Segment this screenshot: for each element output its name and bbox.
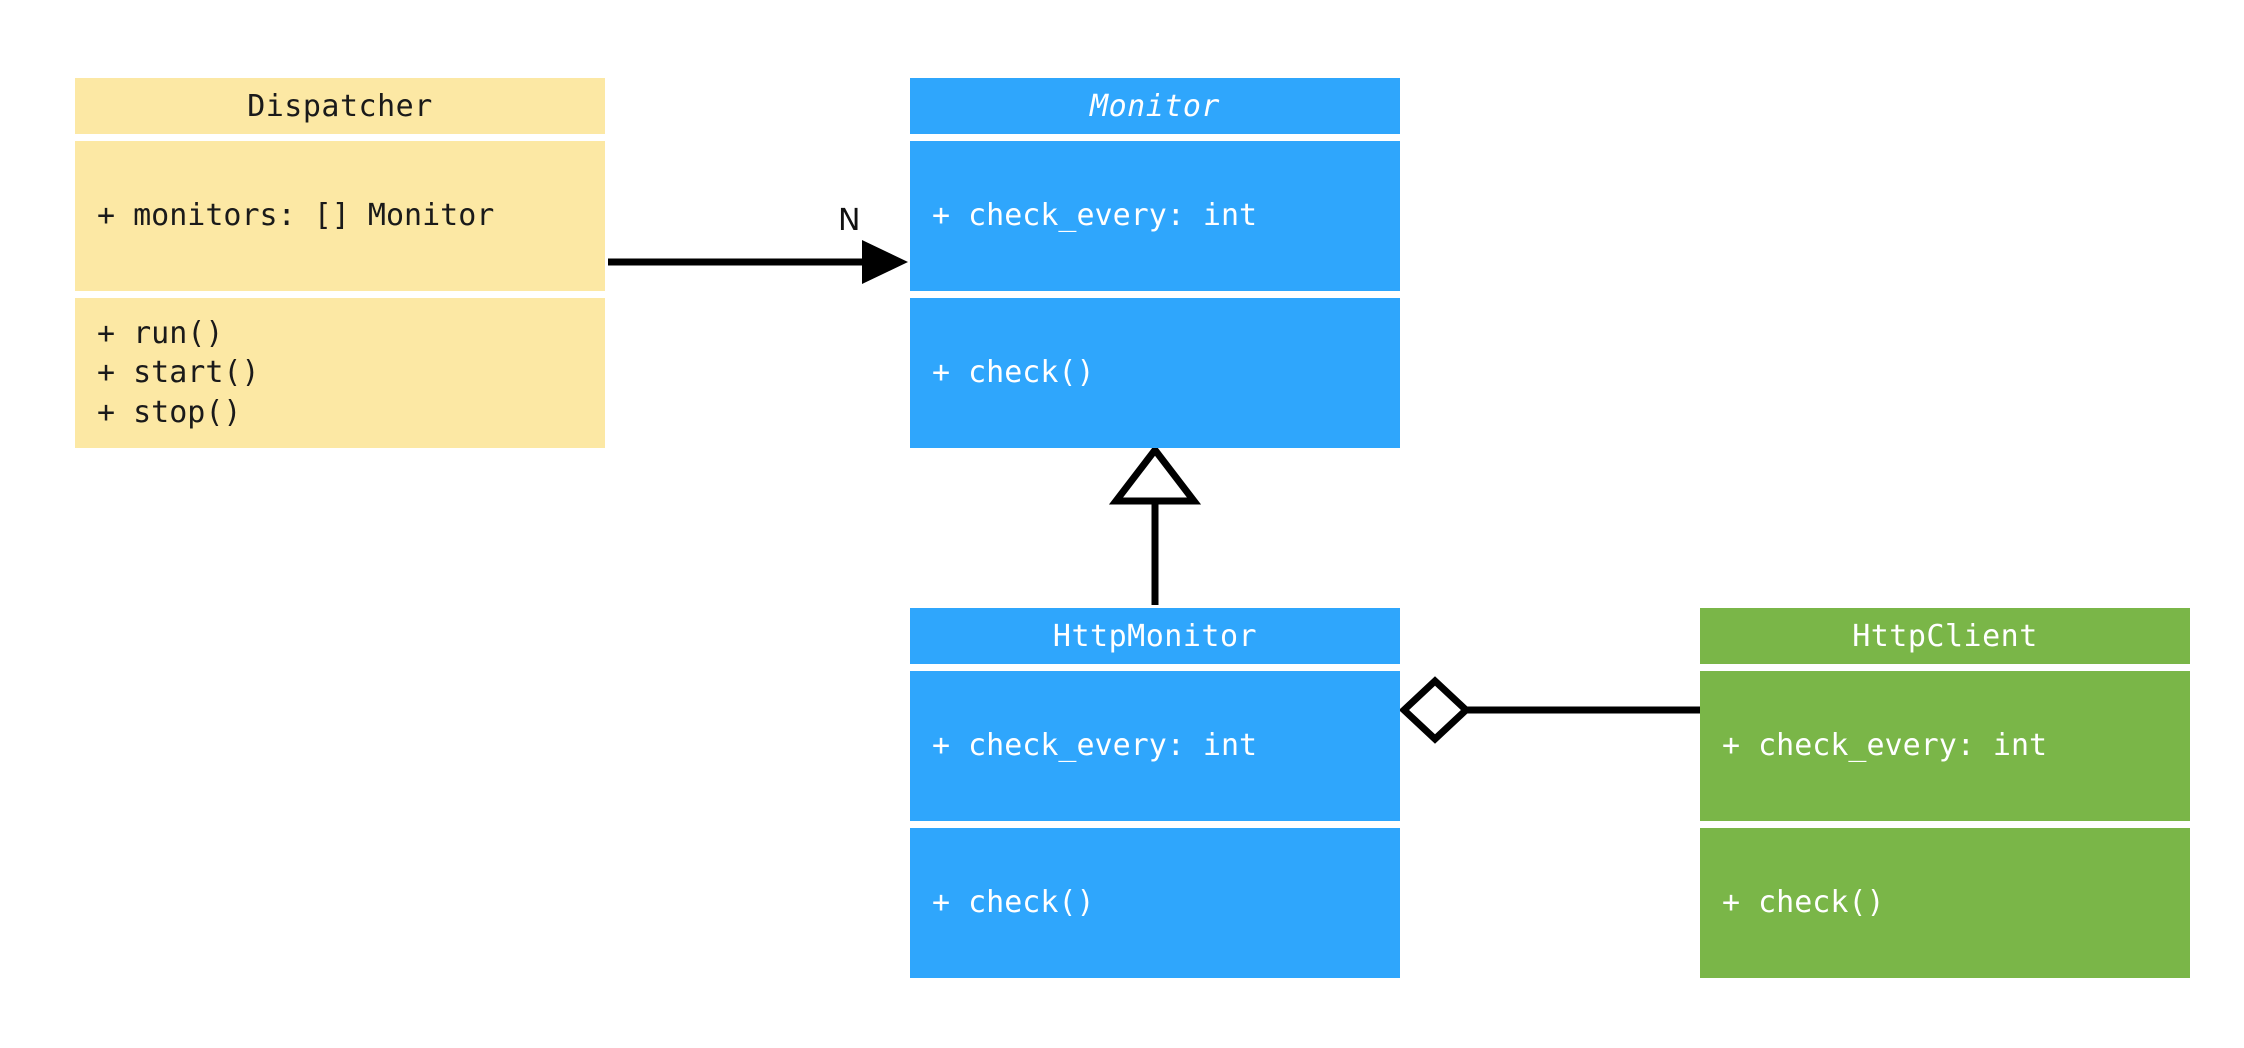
class-methods-compartment: + check() xyxy=(910,298,1400,448)
association-dispatcher-monitor[interactable] xyxy=(608,240,908,284)
class-attributes-dispatcher: + monitors: [] Monitor xyxy=(97,198,495,234)
class-box-httpclient[interactable]: HttpClient + check_every: int + check() xyxy=(1700,608,2190,978)
class-box-dispatcher[interactable]: Dispatcher + monitors: [] Monitor + run(… xyxy=(75,78,605,448)
class-box-httpmonitor[interactable]: HttpMonitor + check_every: int + check() xyxy=(910,608,1400,978)
class-methods-monitor: + check() xyxy=(932,355,1095,391)
class-methods-compartment: + check() xyxy=(1700,828,2190,978)
class-attributes-compartment: + monitors: [] Monitor xyxy=(75,141,605,291)
generalization-httpmonitor-monitor[interactable] xyxy=(1108,444,1202,605)
class-methods-dispatcher: + run() + start() + stop() xyxy=(97,315,260,430)
class-attributes-httpmonitor: + check_every: int xyxy=(932,728,1258,764)
class-name-dispatcher: Dispatcher xyxy=(247,88,433,124)
class-attributes-compartment: + check_every: int xyxy=(910,671,1400,821)
class-title-compartment: HttpMonitor xyxy=(910,608,1400,664)
aggregation-httpmonitor-httpclient[interactable] xyxy=(1398,676,1700,744)
class-methods-compartment: + check() xyxy=(910,828,1400,978)
class-attributes-compartment: + check_every: int xyxy=(910,141,1400,291)
class-title-compartment: Monitor xyxy=(910,78,1400,134)
class-title-compartment: Dispatcher xyxy=(75,78,605,134)
class-attributes-compartment: + check_every: int xyxy=(1700,671,2190,821)
class-name-monitor: Monitor xyxy=(1090,88,1220,124)
class-title-compartment: HttpClient xyxy=(1700,608,2190,664)
class-name-httpmonitor: HttpMonitor xyxy=(1052,618,1258,654)
class-box-monitor[interactable]: Monitor + check_every: int + check() xyxy=(910,78,1400,448)
class-attributes-httpclient: + check_every: int xyxy=(1722,728,2048,764)
class-name-httpclient: HttpClient xyxy=(1852,618,2038,654)
association-multiplicity-label: N xyxy=(838,203,861,238)
class-attributes-monitor: + check_every: int xyxy=(932,198,1258,234)
class-methods-compartment: + run() + start() + stop() xyxy=(75,298,605,448)
class-methods-httpclient: + check() xyxy=(1722,885,1885,921)
class-methods-httpmonitor: + check() xyxy=(932,885,1095,921)
